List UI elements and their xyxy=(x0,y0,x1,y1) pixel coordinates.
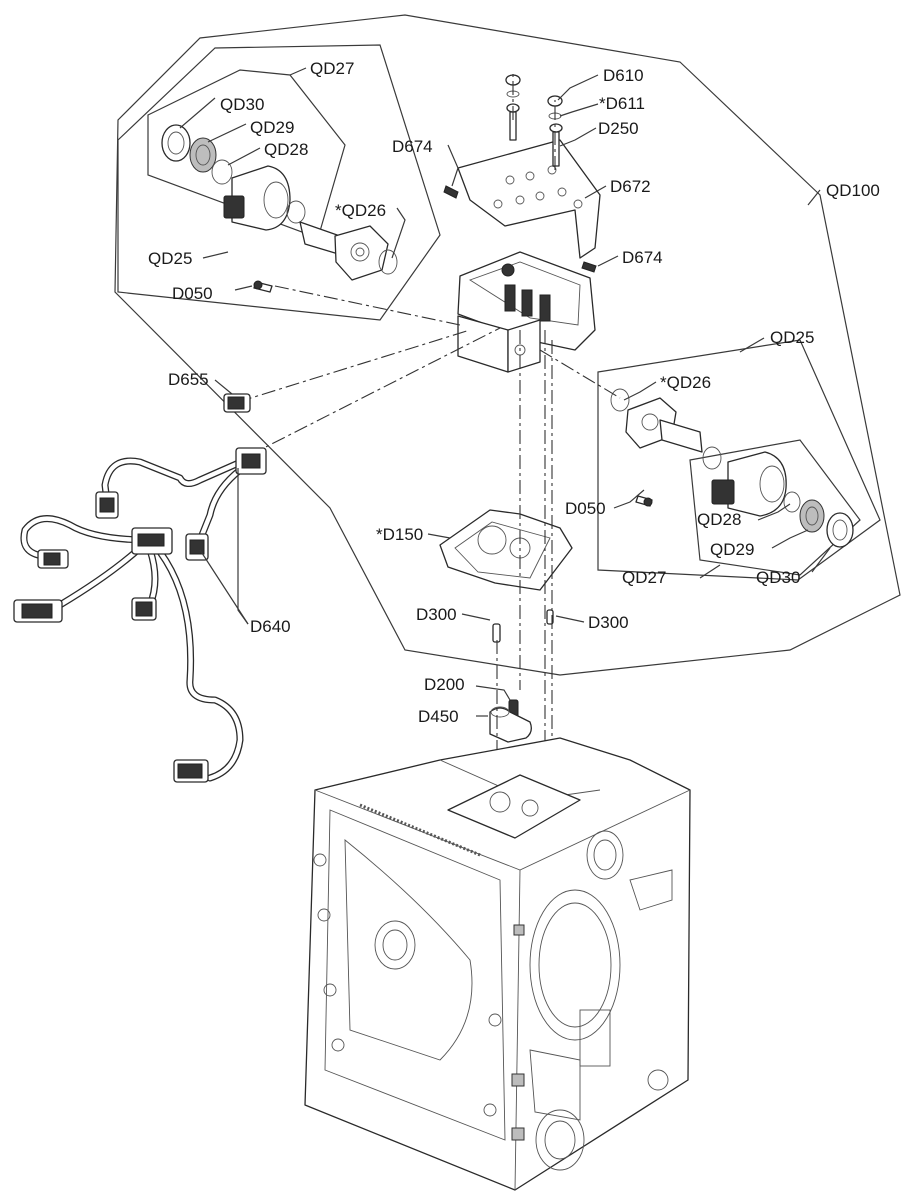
label-d674-right: D674 xyxy=(622,248,663,267)
label-qd29-top: QD29 xyxy=(250,118,294,137)
qd25-top-assembly xyxy=(161,124,398,293)
label-d050-right: D050 xyxy=(565,499,606,518)
transmission-housing xyxy=(304,737,691,1191)
qd27-right-subkit-outline xyxy=(689,439,861,576)
valve-body-assembly xyxy=(457,251,596,373)
leader-lines xyxy=(179,67,831,717)
d674-screw-right xyxy=(581,261,597,273)
qd100-kit-outline xyxy=(114,14,901,676)
qd27-top-subkit-outline xyxy=(147,69,346,239)
d250-bolt-right xyxy=(552,131,560,167)
label-qd30-right: QD30 xyxy=(756,568,800,587)
label-d674-top: D674 xyxy=(392,137,433,156)
qd28-right-oring xyxy=(783,491,801,513)
qd29-right-gear xyxy=(799,499,825,533)
qd27-right-solenoid-coil xyxy=(727,451,787,517)
d640-wiring-harness xyxy=(13,393,267,783)
label-qd25-top: QD25 xyxy=(148,249,192,268)
qd25-top-kit-outline xyxy=(117,44,441,321)
label-d450: D450 xyxy=(418,707,459,726)
label-qd28-top: QD28 xyxy=(264,140,308,159)
label-qd26-right: *QD26 xyxy=(660,373,711,392)
qd29-top-gear xyxy=(189,137,217,173)
qd27-top-connector xyxy=(223,195,245,219)
d674-screw-top xyxy=(443,185,459,199)
label-qd26-top: *QD26 xyxy=(335,201,386,220)
label-d610: D610 xyxy=(603,66,644,85)
d672-bracket xyxy=(457,139,601,259)
label-qd30-top: QD30 xyxy=(220,95,264,114)
label-d300-right: D300 xyxy=(588,613,629,632)
label-d300-left: D300 xyxy=(416,605,457,624)
label-d611: *D611 xyxy=(599,94,645,113)
qd25-right-assembly xyxy=(610,388,854,548)
label-d640: D640 xyxy=(250,617,291,636)
qd30-right-bearing xyxy=(826,512,854,548)
label-qd27-right: QD27 xyxy=(622,568,666,587)
qd25-right-kit-outline xyxy=(597,339,881,581)
label-qd27-top: QD27 xyxy=(310,59,354,78)
d300-pin-left xyxy=(492,623,501,643)
label-d655: D655 xyxy=(168,370,209,389)
label-qd28-right: QD28 xyxy=(697,510,741,529)
qd28-top-oring xyxy=(211,159,233,185)
callout-labels: QD27 QD30 QD29 QD28 D674 *QD26 QD25 D050… xyxy=(148,59,880,726)
qd30-top-bearing xyxy=(161,124,191,162)
label-qd29-right: QD29 xyxy=(710,540,754,559)
label-d250: D250 xyxy=(598,119,639,138)
d672-bracket-group xyxy=(443,74,601,273)
d450-block xyxy=(489,707,532,743)
label-qd100: QD100 xyxy=(826,181,880,200)
label-d200: D200 xyxy=(424,675,465,694)
label-d050-top: D050 xyxy=(172,284,213,303)
label-qd25-right: QD25 xyxy=(770,328,814,347)
d150-gasket xyxy=(439,509,573,591)
qd27-right-connector xyxy=(711,479,735,505)
label-d672: D672 xyxy=(610,177,651,196)
label-d150: *D150 xyxy=(376,525,423,544)
